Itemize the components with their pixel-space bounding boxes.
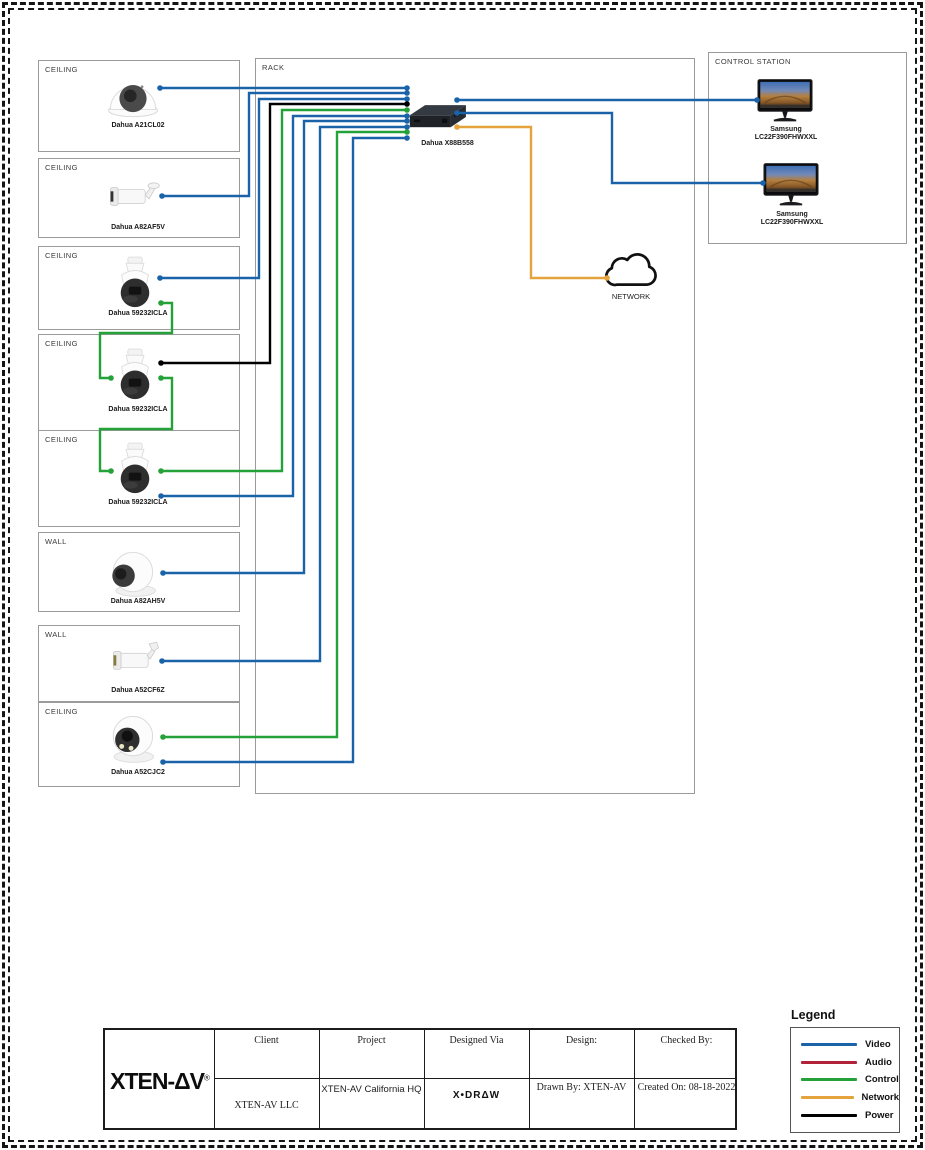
- mount-location-label: WALL: [45, 537, 67, 546]
- legend-label: Video: [865, 1038, 891, 1050]
- title-block-divider: [319, 1030, 320, 1128]
- camera-model-label: Dahua A52CJC2: [111, 769, 165, 776]
- mount-location-label: CEILING: [45, 707, 78, 716]
- rack-box: RACK: [255, 58, 695, 794]
- client-header-cell: Client: [214, 1030, 319, 1078]
- checked-by-value: Created On: 08-18-2022: [637, 1082, 736, 1093]
- client-header: Client: [254, 1035, 279, 1046]
- control-station-label: CONTROL STATION: [715, 57, 791, 66]
- bullet-camera-icon[interactable]: [106, 638, 166, 680]
- legend-label: Control: [865, 1074, 899, 1086]
- project-value: XTEN-AV California HQ: [321, 1084, 422, 1095]
- network-label: NETWORK: [611, 292, 651, 301]
- camera-model-label: Dahua A82AH5V: [110, 598, 166, 605]
- bullet-camera-icon[interactable]: [104, 176, 164, 216]
- monitor-model-label: Samsung LC22F390FHWXXL: [760, 211, 824, 227]
- design-header-cell: Design:: [529, 1030, 634, 1078]
- mount-location-label: CEILING: [45, 435, 78, 444]
- legend-label: Audio: [865, 1056, 892, 1068]
- legend-line-audio: [801, 1060, 857, 1064]
- legend-row-control: Control: [791, 1074, 899, 1085]
- client-value: XTEN-AV LLC: [234, 1100, 299, 1111]
- designed-via-header: Designed Via: [449, 1035, 504, 1046]
- xten-av-logo: XTEN-ΔV®: [105, 1030, 214, 1132]
- legend-label: Power: [865, 1110, 894, 1122]
- camera-model-label: Dahua A21CL02: [111, 122, 165, 129]
- project-header-cell: Project: [319, 1030, 424, 1078]
- title-block-divider: [214, 1030, 215, 1128]
- legend-line-control: [801, 1078, 857, 1082]
- title-block: XTEN-ΔV® Client XTEN-AV LLC Project XTEN…: [103, 1028, 737, 1130]
- checked-by-header: Checked By:: [660, 1035, 713, 1046]
- title-block-divider: [634, 1030, 635, 1128]
- legend-row-video: Video: [791, 1039, 899, 1050]
- mount-location-label: CEILING: [45, 251, 78, 260]
- title-block-divider: [424, 1030, 425, 1128]
- monitor-model-label: Samsung LC22F390FHWXXL: [754, 126, 818, 142]
- design-value-cell: Drawn By: XTEN-AV: [529, 1078, 634, 1132]
- network-cloud-icon[interactable]: [599, 249, 663, 291]
- client-value-cell: XTEN-AV LLC: [214, 1078, 319, 1132]
- ptz-camera-icon[interactable]: [110, 346, 160, 404]
- mount-location-label: CEILING: [45, 163, 78, 172]
- design-header: Design:: [565, 1035, 598, 1046]
- ptz-camera-icon[interactable]: [110, 254, 160, 312]
- legend-row-audio: Audio: [791, 1057, 899, 1068]
- monitor-icon[interactable]: [757, 78, 813, 124]
- camera-model-label: Dahua A52CF6Z: [111, 687, 165, 694]
- rack-label: RACK: [262, 63, 285, 72]
- legend-row-network: Network: [791, 1092, 899, 1103]
- designed-via-header-cell: Designed Via: [424, 1030, 529, 1078]
- designed-via-value-cell: X•DRΔW: [424, 1078, 529, 1132]
- legend-row-power: Power: [791, 1110, 899, 1121]
- project-value-cell: XTEN-AV California HQ: [319, 1078, 424, 1132]
- title-block-divider: [529, 1030, 530, 1128]
- project-header: Project: [357, 1035, 386, 1046]
- turret-led-camera-icon[interactable]: [102, 710, 162, 764]
- ptz-camera-icon[interactable]: [110, 440, 160, 498]
- xten-av-logo-text: XTEN-ΔV®: [110, 1067, 210, 1094]
- legend-label: Network: [861, 1092, 899, 1104]
- mount-location-label: WALL: [45, 630, 67, 639]
- legend-box: Video Audio Control Network Power: [790, 1027, 900, 1133]
- turret-camera-icon[interactable]: [102, 546, 162, 598]
- nvr-icon[interactable]: [404, 100, 470, 134]
- legend-line-power: [801, 1114, 857, 1118]
- legend-line-video: [801, 1042, 857, 1046]
- design-value: Drawn By: XTEN-AV: [536, 1082, 627, 1093]
- checked-by-value-cell: Created On: 08-18-2022: [634, 1078, 739, 1132]
- nvr-model-label: Dahua X88B558: [421, 140, 474, 147]
- title-block-divider: [214, 1078, 735, 1079]
- camera-model-label: Dahua 59232ICLA: [108, 406, 168, 413]
- checked-by-header-cell: Checked By:: [634, 1030, 739, 1078]
- camera-model-label: Dahua A82AF5V: [111, 224, 165, 231]
- legend-title: Legend: [791, 1008, 836, 1022]
- dome-camera-icon[interactable]: [104, 68, 162, 120]
- mount-location-label: CEILING: [45, 339, 78, 348]
- xdraw-logo: X•DRΔW: [452, 1090, 501, 1101]
- mount-location-label: CEILING: [45, 65, 78, 74]
- camera-model-label: Dahua 59232ICLA: [108, 499, 168, 506]
- legend-line-network: [801, 1096, 854, 1100]
- monitor-icon[interactable]: [763, 162, 819, 208]
